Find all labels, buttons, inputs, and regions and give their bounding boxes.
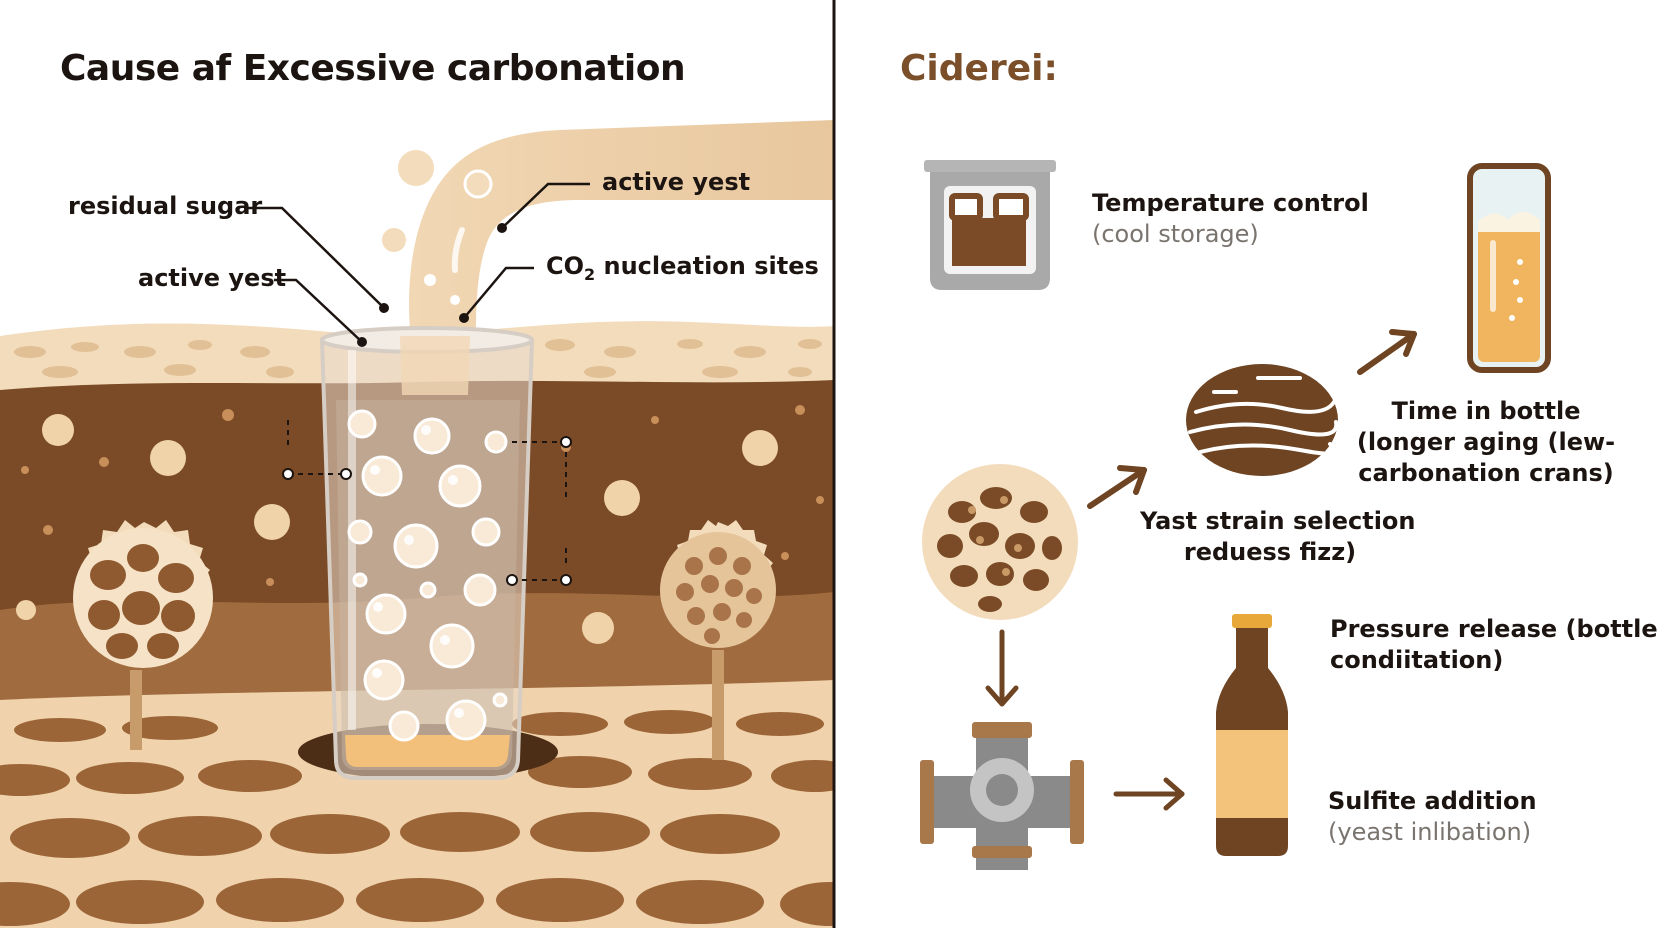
label-active-yeast-left: active yest [138,264,287,292]
co2-prefix: CO [546,252,585,280]
pour-stream [409,120,834,330]
crust-holes [14,339,822,378]
label-co2-nucleation: CO2 nucleation sites [546,252,819,284]
arrow-to-time [1357,329,1417,375]
leader-lines [244,182,590,343]
arrow-to-strain [1087,465,1147,509]
step-time-in-bottle: Time in bottle (longer aging (lew- carbo… [1346,396,1626,489]
label-residual-sugar: residual sugar [68,192,263,220]
step-temperature: Temperature control (cool storage) [1092,188,1369,250]
step-time-line3: carbonation crans) [1358,459,1614,487]
fermentation-scene [0,120,834,928]
label-active-yeast-right: active yest [602,168,751,196]
step-sulfite-note: (yeast inlibation) [1328,818,1532,846]
step-pressure-line1: Pressure release (bottle [1330,615,1658,643]
co2-subscript: 2 [584,264,596,284]
step-temperature-title: Temperature control [1092,189,1369,217]
right-panel-title: Ciderei: [900,48,1058,89]
yeast-cell-left [73,520,213,750]
step-sulfite-title: Sulfite addition [1328,787,1537,815]
valve-icon [920,722,1084,870]
soil-bubbles [16,414,778,644]
yeast-cluster-icon [922,464,1078,620]
step-pressure-release: Pressure release (bottle condiitation) [1330,614,1658,676]
pint-glass-icon [1467,163,1551,373]
step-yeast-line1: Yast strain selection [1140,507,1416,535]
fridge-icon [924,160,1056,290]
step-time-line1: Time in bottle [1391,397,1581,425]
step-yeast-strain: Yast strain selection reduess fizz) [1140,506,1416,568]
yeast-cell-right [660,520,776,760]
glass-of-cider [319,326,535,780]
step-yeast-line2: reduess fizz) [1183,538,1357,566]
left-panel-title: Cause af Excessive carbonation [60,48,686,89]
arrow-down [985,629,1019,707]
rising-bubbles [382,150,493,305]
cider-bottle-icon [1216,614,1288,856]
honeycomb-cells [0,710,834,926]
yeast-strain-icon [1186,364,1340,476]
step-sulfite-addition: Sulfite addition (yeast inlibation) [1328,786,1537,848]
step-time-line2: (longer aging (lew- [1356,428,1616,456]
step-temperature-note: (cool storage) [1092,220,1259,248]
nucleation-markers [287,420,567,581]
step-pressure-line2: condiitation) [1330,646,1504,674]
arrow-right [1113,777,1185,811]
co2-suffix: nucleation sites [595,252,819,280]
